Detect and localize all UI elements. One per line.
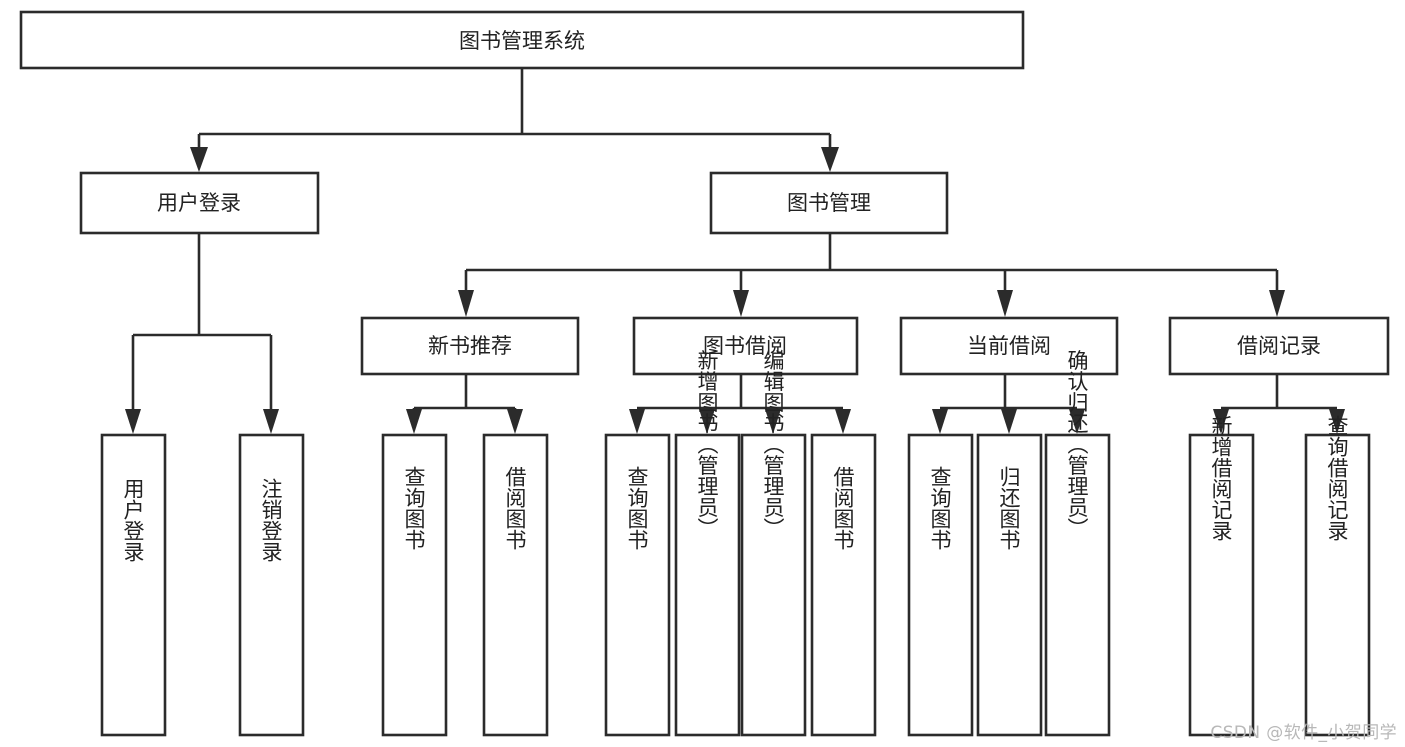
arrow-new-books-leaf-1: [406, 409, 422, 434]
node-new-book-recommend-box[interactable]: [360, 316, 580, 376]
leaf-new-books-query-label: 查询图书: [402, 466, 426, 550]
leaf-user-login-login-box[interactable]: [100, 433, 167, 737]
leaf-new-books-borrow-label: 借阅图书: [503, 466, 527, 550]
leaf-borrow-edit-book-admin[interactable]: 编辑图书（管理员）: [740, 350, 807, 737]
node-book-borrow-label: 图书借阅: [703, 334, 787, 358]
leaf-borrow-borrow-book-box[interactable]: [810, 433, 877, 737]
leaf-current-query-book-box[interactable]: [907, 433, 974, 737]
leaf-current-query-book[interactable]: 查询图书: [907, 433, 974, 737]
leaf-new-books-borrow[interactable]: 借阅图书: [482, 433, 549, 737]
leaf-borrow-add-book-admin-label: 新增图书（管理员）: [695, 350, 719, 539]
leaf-user-login-logout-label: 注销登录: [259, 478, 283, 562]
leaf-records-query-record-box[interactable]: [1304, 433, 1371, 737]
arrow-current-leaf-1: [932, 409, 948, 434]
node-book-management[interactable]: 图书管理: [709, 171, 949, 235]
arrow-book-mgmt-to-records: [1269, 290, 1285, 317]
arrow-book-mgmt-to-new-books: [458, 290, 474, 317]
node-user-login[interactable]: 用户登录: [79, 171, 320, 235]
leaf-current-query-book-label: 查询图书: [928, 466, 952, 550]
arrow-current-leaf-3: [1069, 409, 1085, 434]
node-user-login-box[interactable]: [79, 171, 320, 235]
leaf-user-login-login-label: 用户登录: [121, 478, 145, 562]
leaf-borrow-borrow-book-label: 借阅图书: [831, 466, 855, 550]
arrow-records-leaf-1: [1213, 409, 1229, 434]
node-book-management-label: 图书管理: [787, 191, 871, 215]
leaf-user-login-logout[interactable]: 注销登录: [238, 433, 305, 737]
arrow-borrow-leaf-4: [835, 409, 851, 434]
node-user-login-label: 用户登录: [157, 191, 241, 215]
leaf-current-return-book[interactable]: 归还图书: [976, 433, 1043, 737]
leaf-borrow-add-book-admin[interactable]: 新增图书（管理员）: [674, 350, 741, 737]
leaf-borrow-add-book-admin-box[interactable]: [674, 433, 741, 737]
leaf-records-add-record-box[interactable]: [1188, 433, 1255, 737]
leaf-new-books-query[interactable]: 查询图书: [381, 433, 448, 737]
arrow-current-leaf-2: [1001, 409, 1017, 434]
node-current-borrow-label: 当前借阅: [967, 334, 1051, 358]
leaf-current-confirm-return-admin-label: 确认归还（管理员）: [1065, 350, 1089, 539]
node-root[interactable]: 图书管理系统: [19, 10, 1025, 70]
leaf-new-books-borrow-box[interactable]: [482, 433, 549, 737]
arrow-borrow-leaf-3: [765, 409, 781, 434]
leaf-records-add-record-label: 新增借阅记录: [1209, 415, 1233, 541]
leaf-new-books-query-box[interactable]: [381, 433, 448, 737]
leaf-borrow-query-book-box[interactable]: [604, 433, 671, 737]
node-book-borrow[interactable]: 图书借阅: [632, 316, 859, 376]
leaf-current-return-book-label: 归还图书: [997, 466, 1021, 550]
arrow-borrow-leaf-2: [699, 409, 715, 434]
arrow-book-mgmt-to-borrow: [733, 290, 749, 317]
leaf-records-query-record-label: 查询借阅记录: [1325, 415, 1349, 541]
connector-layer: [125, 68, 1345, 434]
node-borrow-records-label: 借阅记录: [1237, 334, 1321, 358]
leaf-current-confirm-return-admin[interactable]: 确认归还（管理员）: [1044, 350, 1111, 737]
node-root-box[interactable]: [19, 10, 1025, 70]
node-new-book-recommend-label: 新书推荐: [428, 334, 512, 358]
arrow-new-books-leaf-2: [507, 409, 523, 434]
node-current-borrow[interactable]: 当前借阅: [899, 316, 1119, 376]
arrow-user-login-leaf-1: [125, 409, 141, 434]
leaf-user-login-login[interactable]: 用户登录: [100, 433, 167, 737]
node-borrow-records-box[interactable]: [1168, 316, 1390, 376]
arrow-user-login-leaf-2: [263, 409, 279, 434]
arrow-root-to-user-login: [190, 147, 208, 172]
node-book-borrow-box[interactable]: [632, 316, 859, 376]
leaf-records-add-record[interactable]: 新增借阅记录: [1188, 415, 1255, 737]
node-borrow-records[interactable]: 借阅记录: [1168, 316, 1390, 376]
leaf-current-return-book-box[interactable]: [976, 433, 1043, 737]
arrow-borrow-leaf-1: [629, 409, 645, 434]
node-new-book-recommend[interactable]: 新书推荐: [360, 316, 580, 376]
arrow-book-mgmt-to-current: [997, 290, 1013, 317]
leaf-borrow-borrow-book[interactable]: 借阅图书: [810, 433, 877, 737]
node-current-borrow-box[interactable]: [899, 316, 1119, 376]
leaf-borrow-edit-book-admin-box[interactable]: [740, 433, 807, 737]
arrow-records-leaf-2: [1329, 409, 1345, 434]
leaf-borrow-query-book-label: 查询图书: [625, 466, 649, 550]
node-root-label: 图书管理系统: [459, 29, 585, 53]
leaf-borrow-query-book[interactable]: 查询图书: [604, 433, 671, 737]
leaf-user-login-logout-box[interactable]: [238, 433, 305, 737]
leaf-borrow-edit-book-admin-label: 编辑图书（管理员）: [761, 350, 785, 539]
leaf-records-query-record[interactable]: 查询借阅记录: [1304, 415, 1371, 737]
leaf-current-confirm-return-admin-box[interactable]: [1044, 433, 1111, 737]
arrow-root-to-book-mgmt: [821, 147, 839, 172]
node-book-management-box[interactable]: [709, 171, 949, 235]
